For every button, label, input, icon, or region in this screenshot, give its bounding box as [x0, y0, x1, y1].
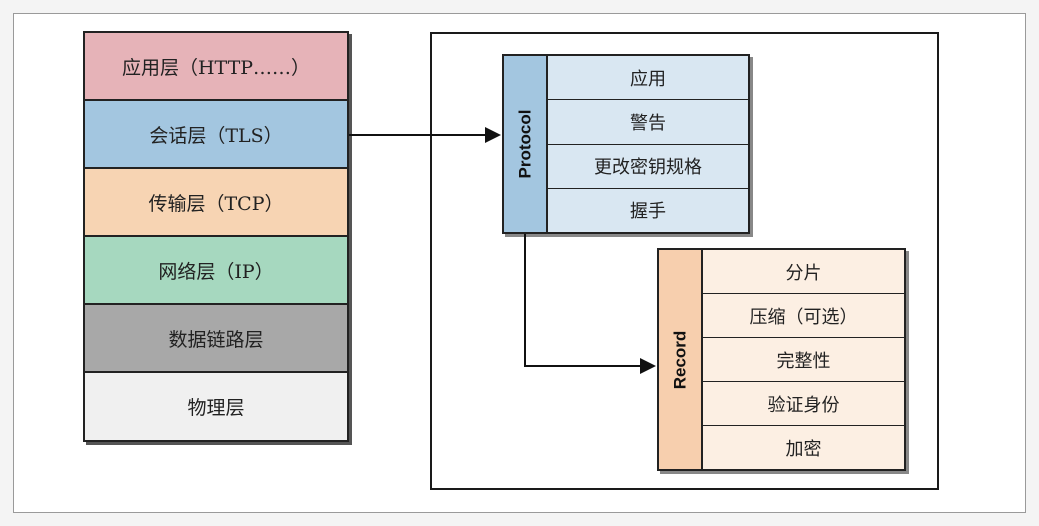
record-rows: 分片 压缩（可选） 完整性 验证身份 加密	[703, 250, 904, 469]
protocol-row-application: 应用	[548, 56, 748, 101]
protocol-stack: 应用层（HTTP……） 会话层（TLS） 传输层（TCP） 网络层（IP） 数据…	[83, 31, 349, 442]
protocol-to-record-line	[524, 234, 641, 367]
layer-transport: 传输层（TCP）	[83, 168, 349, 236]
protocol-side-label: Protocol	[504, 56, 548, 232]
protocol-rows: 应用 警告 更改密钥规格 握手	[548, 56, 748, 232]
session-to-protocol-arrowhead	[485, 127, 501, 143]
record-group: Record 分片 压缩（可选） 完整性 验证身份 加密	[657, 248, 906, 471]
layer-data-link: 数据链路层	[83, 304, 349, 372]
protocol-row-change-cipher-spec: 更改密钥规格	[548, 144, 748, 189]
protocol-group: Protocol 应用 警告 更改密钥规格 握手	[502, 54, 750, 234]
protocol-to-record-arrowhead	[640, 358, 656, 374]
record-row-integrity: 完整性	[703, 338, 904, 382]
layer-network: 网络层（IP）	[83, 236, 349, 304]
layer-application: 应用层（HTTP……）	[83, 31, 349, 100]
layer-physical: 物理层	[83, 372, 349, 442]
record-row-encrypt: 加密	[703, 426, 904, 469]
record-side-label: Record	[659, 250, 703, 469]
protocol-row-handshake: 握手	[548, 188, 748, 232]
record-row-fragment: 分片	[703, 250, 904, 294]
layer-session: 会话层（TLS）	[83, 100, 349, 168]
protocol-row-alert: 警告	[548, 100, 748, 145]
record-row-authenticate: 验证身份	[703, 382, 904, 426]
record-row-compress: 压缩（可选）	[703, 294, 904, 338]
